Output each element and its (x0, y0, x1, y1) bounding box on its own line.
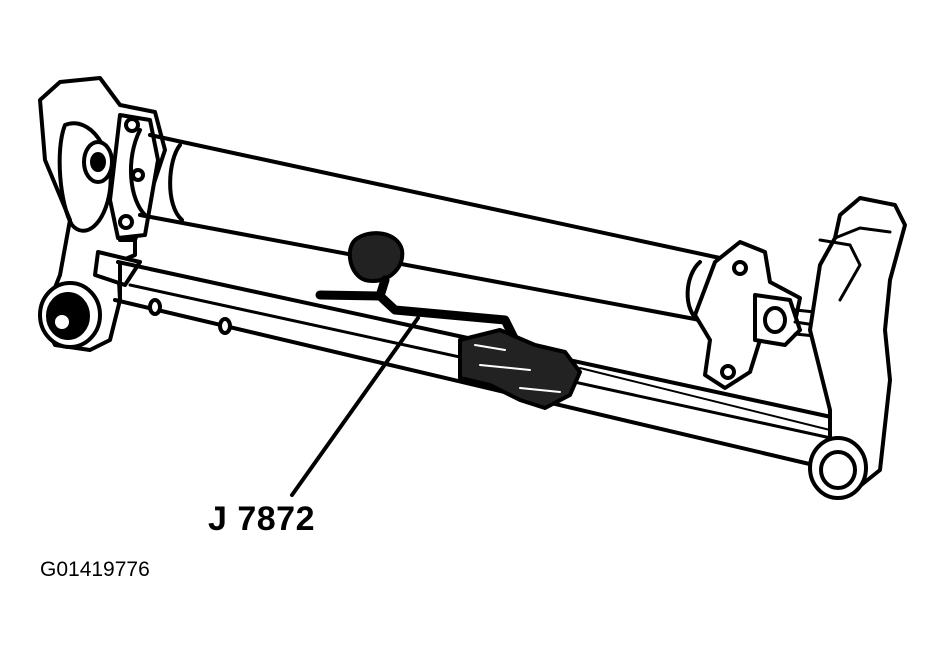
left-wheel (38, 281, 102, 349)
callout-leader-line (290, 316, 420, 497)
right-wheel (808, 436, 868, 500)
figure-code: G01419776 (40, 558, 150, 581)
tool-j7872 (315, 231, 582, 410)
tool-callout-label: J 7872 (208, 500, 315, 538)
right-end-bracket (808, 196, 907, 492)
right-flange (693, 240, 817, 390)
cylinder-tube (118, 128, 722, 324)
